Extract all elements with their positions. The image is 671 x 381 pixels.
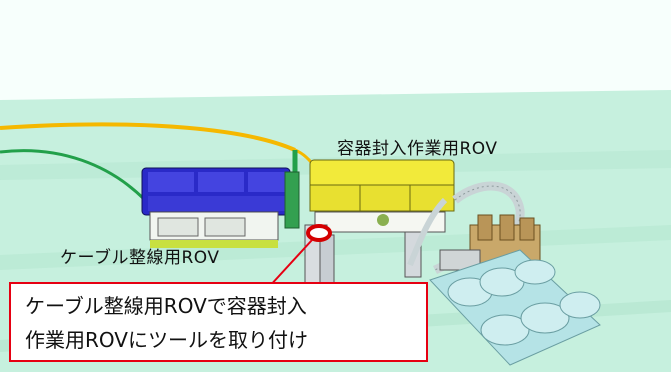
tool-ring — [306, 224, 332, 242]
top-rov-label: 容器封入作業用ROV — [337, 139, 498, 159]
callout-box: ケーブル整線用ROVで容器封入 作業用ROVにツールを取り付け — [9, 282, 428, 362]
callout-pointer — [267, 239, 313, 289]
yellow-cable — [0, 122, 296, 152]
rov-left — [141, 167, 300, 248]
green-cable — [0, 149, 147, 202]
rov-top — [304, 159, 455, 291]
bottom-strip — [0, 372, 671, 381]
callout-line-2: 作業用ROVにツールを取り付け — [25, 328, 308, 352]
hose — [407, 197, 448, 267]
callout-line-1: ケーブル整線用ROVで容器封入 — [25, 294, 307, 318]
left-rov-label: ケーブル整線用ROV — [60, 248, 220, 268]
drums — [429, 249, 601, 366]
sky-area — [0, 0, 671, 100]
